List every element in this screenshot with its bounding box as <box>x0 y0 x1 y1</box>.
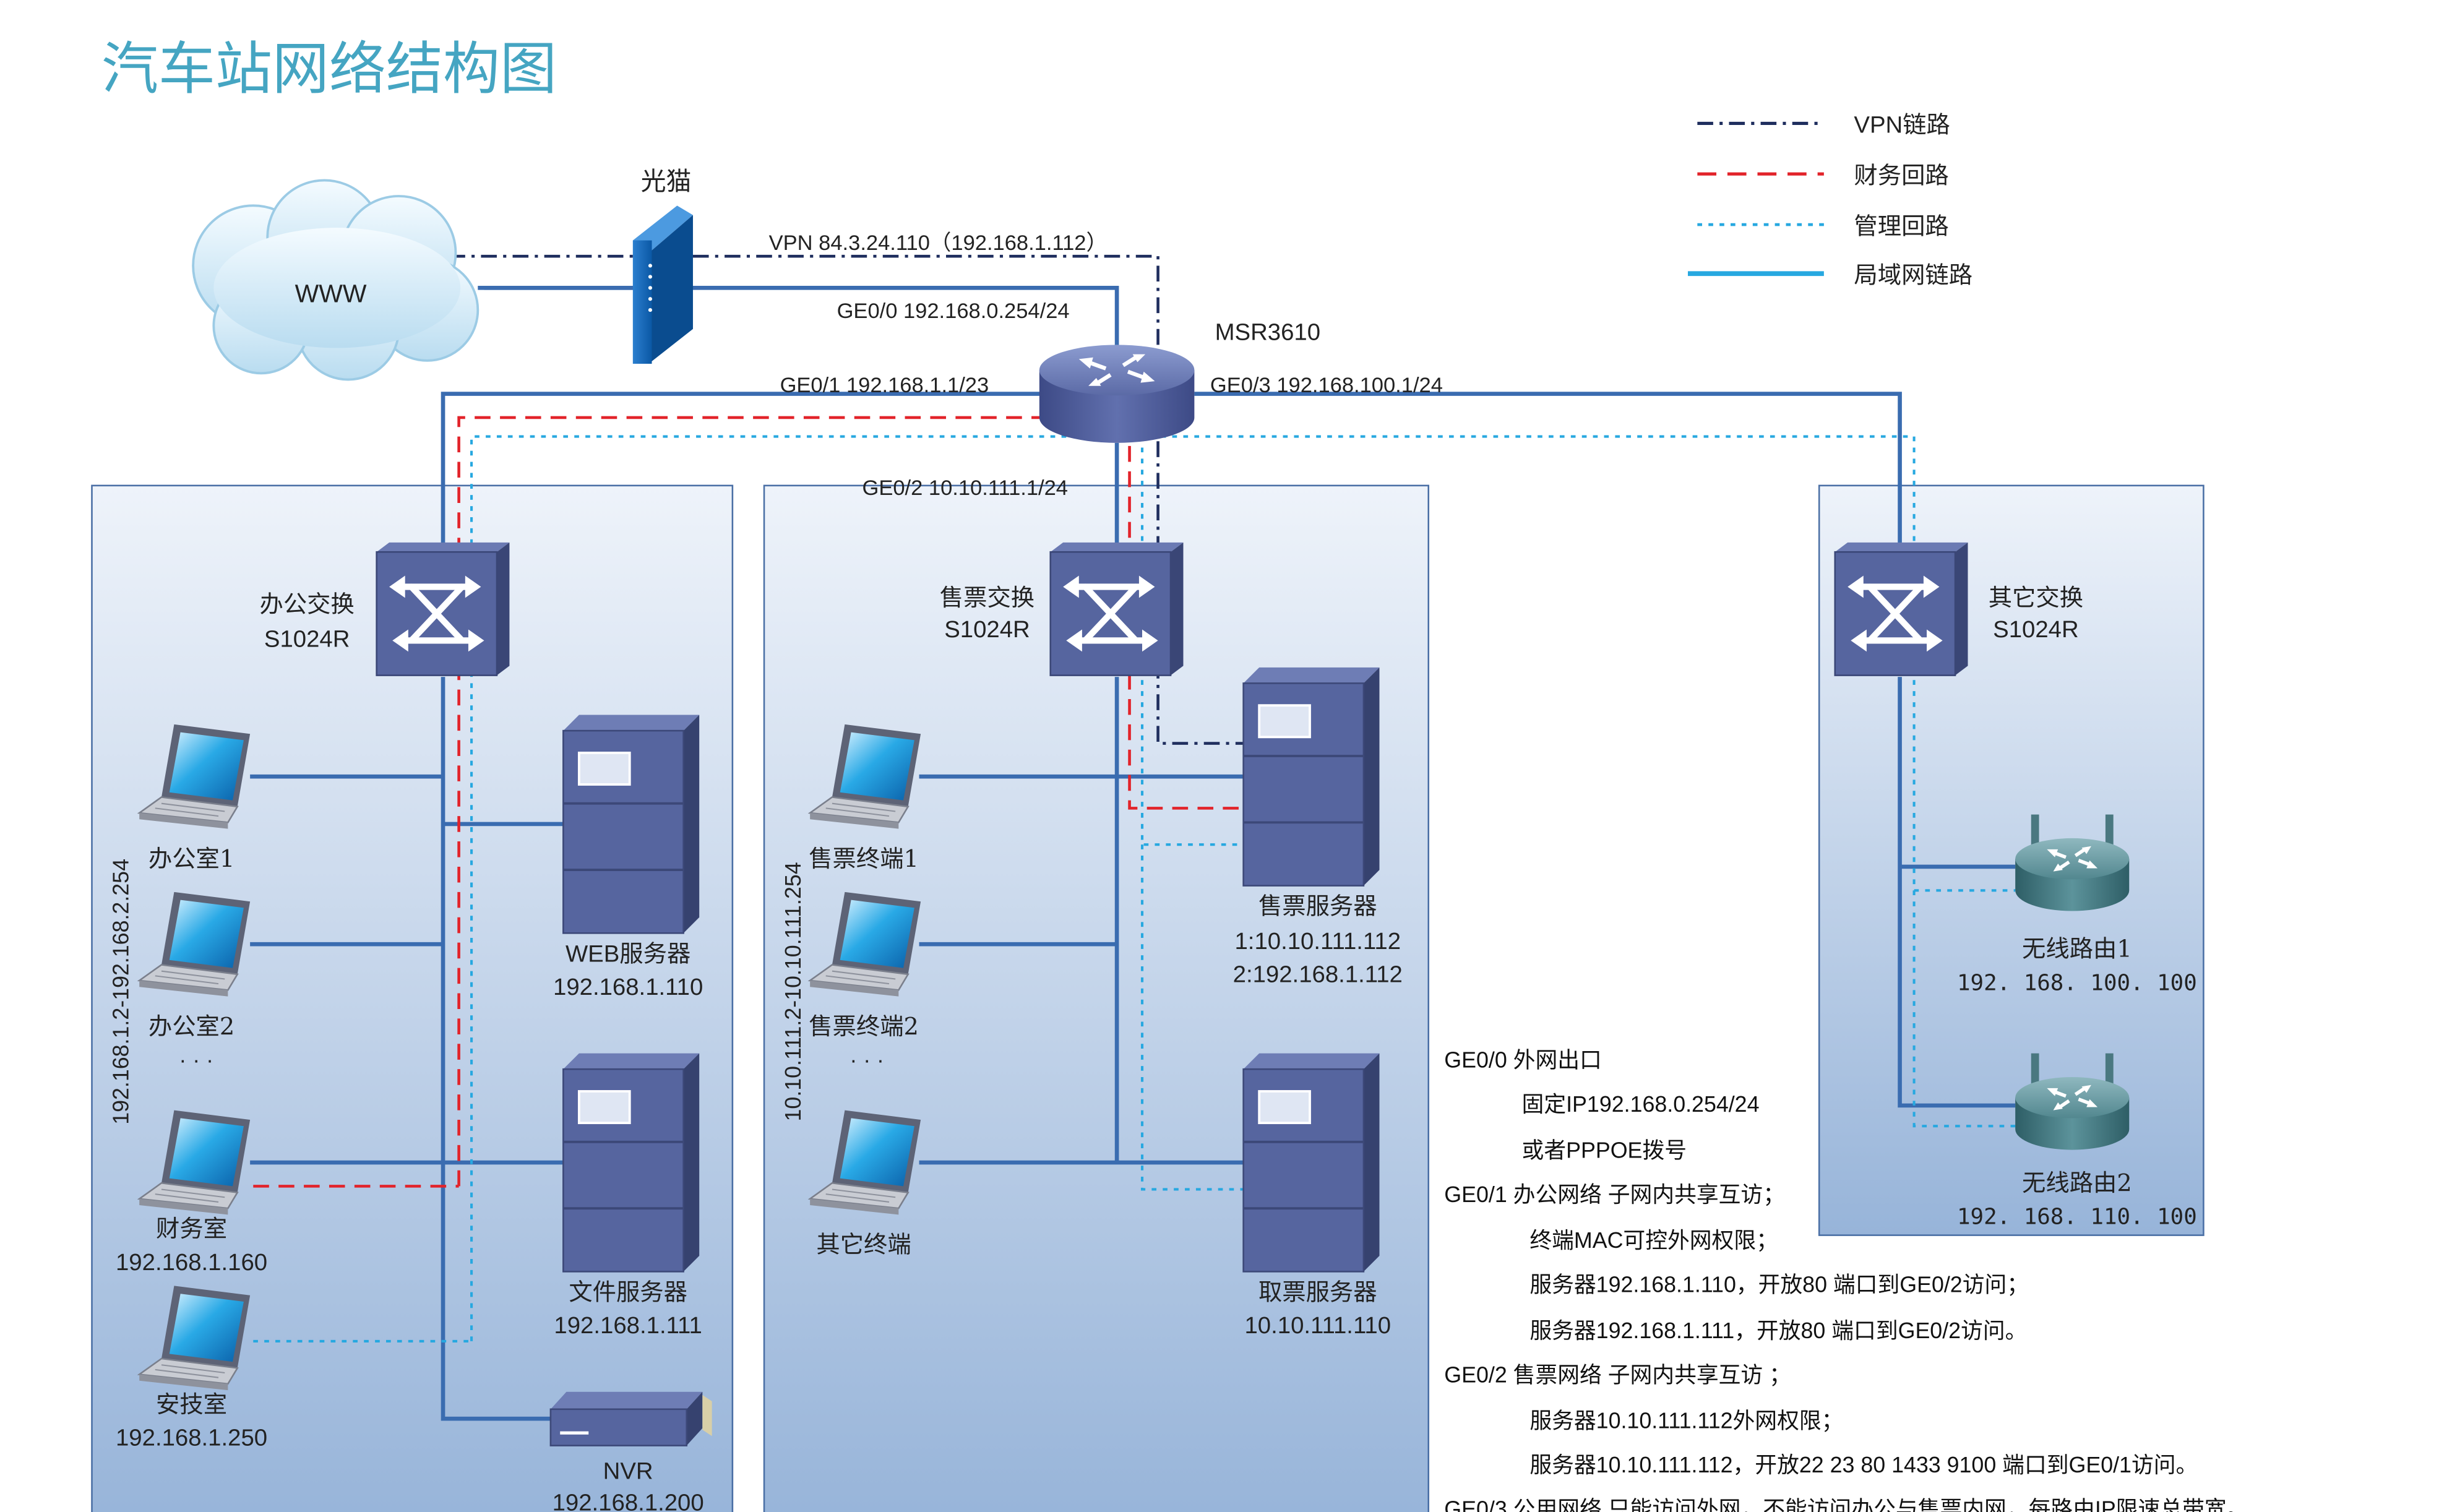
page-title: 汽车站网络结构图 <box>101 37 557 101</box>
wireless-router-2-name: 无线路由2 <box>2022 1169 2132 1197</box>
ticket-switch: 售票交换 S1024R <box>940 543 1184 676</box>
ticket-terminal-2: 售票终端2 · · · <box>809 891 922 1073</box>
public-zone <box>1818 484 2205 1236</box>
router-model: MSR3610 <box>1215 319 1320 346</box>
pickup-server-ip: 10.10.111.110 <box>1244 1312 1391 1339</box>
note-line: 服务器192.168.1.111，开放80 端口到GE0/2访问。 <box>1529 1318 2027 1343</box>
note-line: 固定IP192.168.0.254/24 <box>1522 1092 1760 1117</box>
office-pc-1-label: 办公室1 <box>148 845 234 873</box>
router-ge00-label: GE0/0 192.168.0.254/24 <box>837 299 1070 323</box>
router-ge03-label: GE0/3 192.168.100.1/24 <box>1210 374 1443 397</box>
note-line: 服务器10.10.111.112外网权限； <box>1529 1409 1843 1433</box>
vpn-links <box>449 254 1244 745</box>
legend-mgmt: 管理回路 <box>1854 213 1948 239</box>
other-terminal-label: 其它终端 <box>816 1231 911 1259</box>
office-ip-range: 192.168.1.2-192.168.2.254 <box>108 859 133 1125</box>
ticket-server-ip-2: 2:192.168.1.112 <box>1233 961 1403 988</box>
web-server: WEB服务器 192.168.1.110 <box>553 713 703 1000</box>
note-line: 服务器192.168.1.110，开放80 端口到GE0/2访问； <box>1529 1273 2029 1297</box>
pickup-server: 取票服务器 10.10.111.110 <box>1242 1052 1391 1339</box>
wireless-router-2-ip: 192. 168. 110. 100 <box>1957 1205 2197 1230</box>
config-notes: GE0/0 外网出口 固定IP192.168.0.254/24 或者PPPOE拨… <box>1444 1048 2248 1512</box>
finance-pc: 财务室 192.168.1.160 <box>116 1109 267 1276</box>
office-switch: 办公交换 S1024R <box>260 543 510 676</box>
other-switch-model: S1024R <box>1993 616 2079 643</box>
router-ge02-label: GE0/2 10.10.111.1/24 <box>863 476 1068 500</box>
note-line: GE0/3 公用网络 只能访问外网，不能访问办公与售票内网，每路由IP限速总带宽… <box>1444 1497 2248 1512</box>
pickup-server-name: 取票服务器 <box>1258 1279 1377 1305</box>
legend-finance: 财务回路 <box>1854 163 1948 189</box>
legend-lan: 局域网链路 <box>1854 262 1972 289</box>
ticket-server-name: 售票服务器 <box>1258 893 1377 920</box>
internet-label: WWW <box>295 279 367 307</box>
file-server-name: 文件服务器 <box>569 1279 687 1305</box>
file-server: 文件服务器 192.168.1.111 <box>554 1052 702 1339</box>
router-ge01-label: GE0/1 192.168.1.1/23 <box>780 374 989 397</box>
ticket-switch-model: S1024R <box>944 616 1030 643</box>
finance-pc-ip: 192.168.1.160 <box>116 1249 267 1276</box>
file-server-ip: 192.168.1.111 <box>554 1312 702 1339</box>
web-server-name: WEB服务器 <box>566 940 690 967</box>
wireless-router-1: 无线路由1 192. 168. 100. 100 <box>1957 815 2197 995</box>
note-line: 终端MAC可控外网权限； <box>1529 1228 1778 1253</box>
other-switch-name: 其它交换 <box>1989 585 2083 611</box>
note-line: GE0/2 售票网络 子网内共享互访 ； <box>1444 1362 1791 1387</box>
modem-label: 光猫 <box>641 167 692 195</box>
nvr-ip: 192.168.1.200 <box>553 1489 704 1512</box>
wireless-router-1-ip: 192. 168. 100. 100 <box>1957 970 2197 995</box>
modem-device: 光猫 <box>632 167 693 364</box>
finance-pc-label: 财务室 <box>156 1215 227 1243</box>
other-terminal: 其它终端 <box>809 1109 922 1259</box>
nvr-device: NVR 192.168.1.200 <box>549 1391 712 1512</box>
office-pc-1: 办公室1 <box>138 723 251 873</box>
security-pc-label: 安技室 <box>156 1391 227 1419</box>
security-pc: 安技室 192.168.1.250 <box>116 1285 267 1451</box>
other-switch: 其它交换 S1024R <box>1835 543 2083 676</box>
legend-vpn: VPN链路 <box>1854 112 1950 139</box>
core-router: MSR3610 <box>1039 319 1320 443</box>
ticket-ellipsis: · · · <box>850 1048 884 1073</box>
security-pc-ip: 192.168.1.250 <box>116 1425 267 1451</box>
office-ellipsis: · · · <box>179 1048 213 1073</box>
ticket-switch-name: 售票交换 <box>940 585 1035 611</box>
web-server-ip: 192.168.1.110 <box>553 974 703 1000</box>
office-switch-name: 办公交换 <box>260 591 355 617</box>
wireless-router-1-name: 无线路由1 <box>2022 935 2132 963</box>
legend: VPN链路 财务回路 管理回路 局域网链路 <box>1687 112 1972 289</box>
nvr-name: NVR <box>603 1458 653 1484</box>
note-line: GE0/1 办公网络 子网内共享互访； <box>1444 1182 1785 1207</box>
router-vpn-label: VPN 84.3.24.110（192.168.1.112） <box>769 231 1108 255</box>
ticket-server: 售票服务器 1:10.10.111.112 2:192.168.1.112 <box>1233 666 1403 988</box>
ticket-server-ip-1: 1:10.10.111.112 <box>1235 928 1401 955</box>
office-switch-model: S1024R <box>264 626 350 653</box>
office-pc-2: 办公室2 · · · <box>138 891 251 1073</box>
ticket-terminal-2-label: 售票终端2 <box>809 1013 919 1041</box>
ticket-terminal-1: 售票终端1 <box>809 723 922 873</box>
note-line: GE0/0 外网出口 <box>1444 1048 1602 1073</box>
note-line: 服务器10.10.111.112，开放22 23 80 1433 9100 端口… <box>1529 1453 2198 1477</box>
ticket-terminal-1-label: 售票终端1 <box>809 845 919 873</box>
ticket-ip-range: 10.10.111.2-10.10.111.254 <box>781 862 806 1121</box>
office-pc-2-label: 办公室2 <box>148 1013 234 1041</box>
note-line: 或者PPPOE拨号 <box>1522 1138 1687 1162</box>
internet-cloud: WWW <box>192 179 480 381</box>
wireless-router-2: 无线路由2 192. 168. 110. 100 <box>1957 1054 2197 1230</box>
